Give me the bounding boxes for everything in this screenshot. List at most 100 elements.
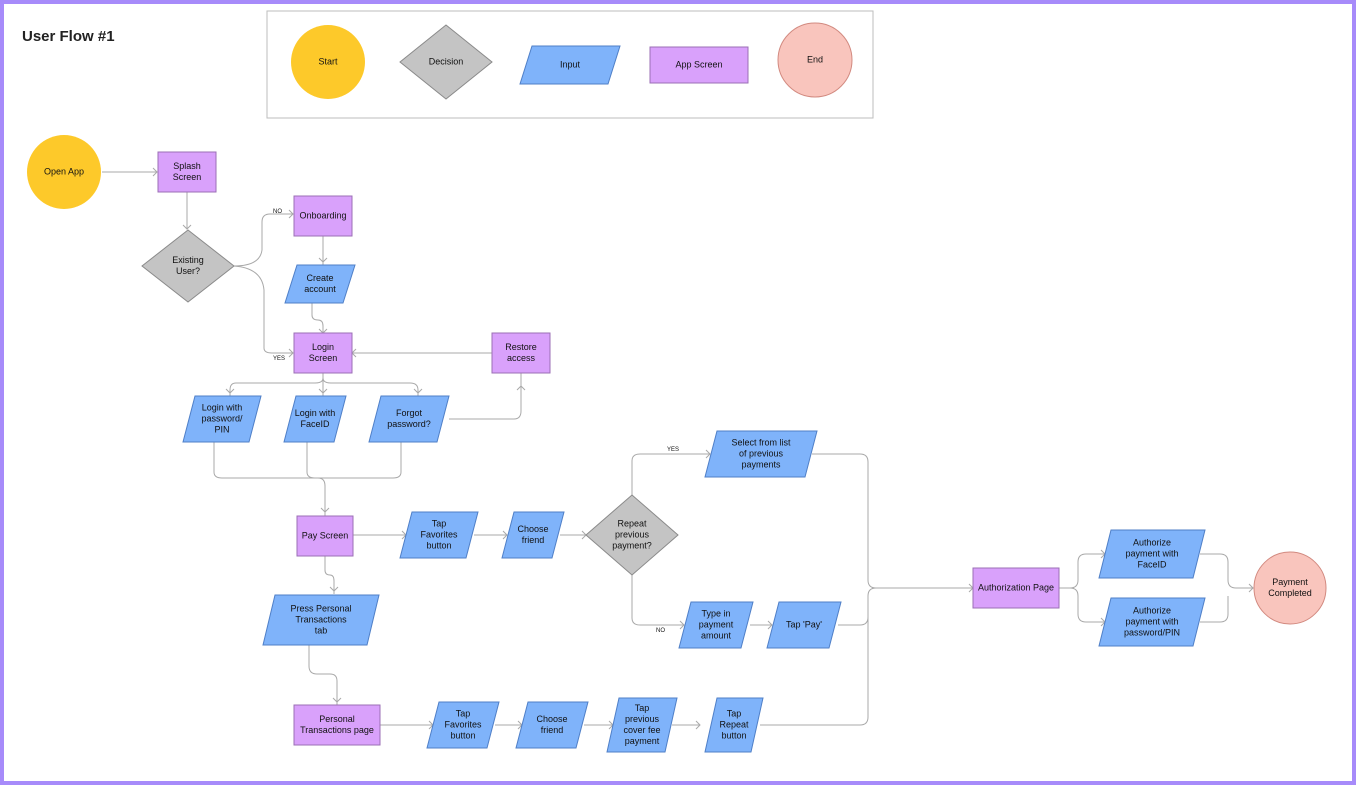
edge-label-yes-select: YES bbox=[667, 447, 679, 453]
page-title: User Flow #1 bbox=[22, 28, 115, 45]
edge-create-login bbox=[311, 303, 324, 333]
edge-cover-repeat-arrow bbox=[695, 720, 701, 730]
edge-repeat-select-arrow bbox=[705, 449, 711, 459]
edge-repeat-type bbox=[631, 575, 684, 626]
edge-forgot-pay bbox=[325, 442, 402, 479]
onboarding-node: Onboarding bbox=[293, 195, 353, 237]
edge-splash-decision-arrow bbox=[182, 224, 192, 230]
authorization-page-node-label: Authorization Page bbox=[978, 582, 1054, 592]
edge-repeat-auth bbox=[760, 596, 869, 726]
edge-decision-onboarding bbox=[233, 213, 293, 267]
pay-screen-node-label: Pay Screen bbox=[302, 530, 349, 540]
legend-start-label: Start bbox=[318, 56, 338, 66]
legend-app-screen-label: App Screen bbox=[675, 59, 722, 69]
tap-pay-node: Tap 'Pay' bbox=[766, 601, 842, 649]
legend-start: Start bbox=[291, 25, 365, 99]
legend-input-label: Input bbox=[560, 59, 581, 69]
edge-login-forgot-arrow bbox=[413, 388, 423, 394]
edge-personal-tab-page-arrow bbox=[332, 697, 342, 703]
edge-password-pay-arrow bbox=[320, 507, 330, 513]
edge-tapfav-choose-arrow bbox=[502, 530, 508, 540]
edge-login-forgot bbox=[322, 373, 419, 396]
edge-label-no-type: NO bbox=[656, 628, 665, 634]
open-app-node: Open App bbox=[27, 135, 101, 209]
edge-forgot-restore-arrow bbox=[516, 385, 526, 391]
legend-input: Input bbox=[519, 45, 621, 85]
edge-auth-faceid bbox=[1059, 553, 1105, 589]
edge-onboarding-create-arrow bbox=[318, 257, 328, 263]
edge-decision-login bbox=[233, 265, 293, 354]
edge-forgot-restore bbox=[449, 373, 522, 420]
edge-faceid-complete bbox=[1200, 553, 1253, 589]
edge-auth-password bbox=[1059, 587, 1105, 623]
edge-login-faceid-arrow bbox=[318, 388, 328, 394]
edge-pay-personal-arrow bbox=[329, 586, 339, 592]
legend-decision: Decision bbox=[399, 24, 493, 100]
edge-password-pay bbox=[213, 442, 326, 516]
authorization-page-node: Authorization Page bbox=[972, 567, 1060, 609]
legend-end: End bbox=[777, 22, 853, 98]
edge-repeat-type-arrow bbox=[679, 620, 685, 630]
edge-tappay-auth bbox=[838, 587, 877, 626]
edge-login-password-arrow bbox=[225, 388, 235, 394]
edge-label-yes-login: YES bbox=[273, 356, 285, 362]
edge-personal-tab-page bbox=[308, 645, 338, 705]
edge-password-complete bbox=[1200, 596, 1229, 623]
edge-decision-onboarding-arrow bbox=[288, 209, 294, 219]
edge-label-no-onboarding: NO bbox=[273, 209, 282, 215]
edge-open-splash-arrow bbox=[152, 167, 158, 177]
legend-app-screen: App Screen bbox=[649, 46, 749, 84]
tap-pay-node-label: Tap 'Pay' bbox=[786, 619, 822, 629]
onboarding-node-label: Onboarding bbox=[299, 210, 346, 220]
edge-login-password bbox=[229, 373, 324, 396]
open-app-node-label: Open App bbox=[44, 166, 84, 176]
edge-select-auth bbox=[812, 453, 973, 589]
edge-faceid-pay bbox=[306, 442, 325, 479]
pay-screen-node: Pay Screen bbox=[296, 515, 354, 557]
edge-type-tappay-arrow bbox=[767, 620, 773, 630]
legend-decision-label: Decision bbox=[429, 56, 464, 66]
